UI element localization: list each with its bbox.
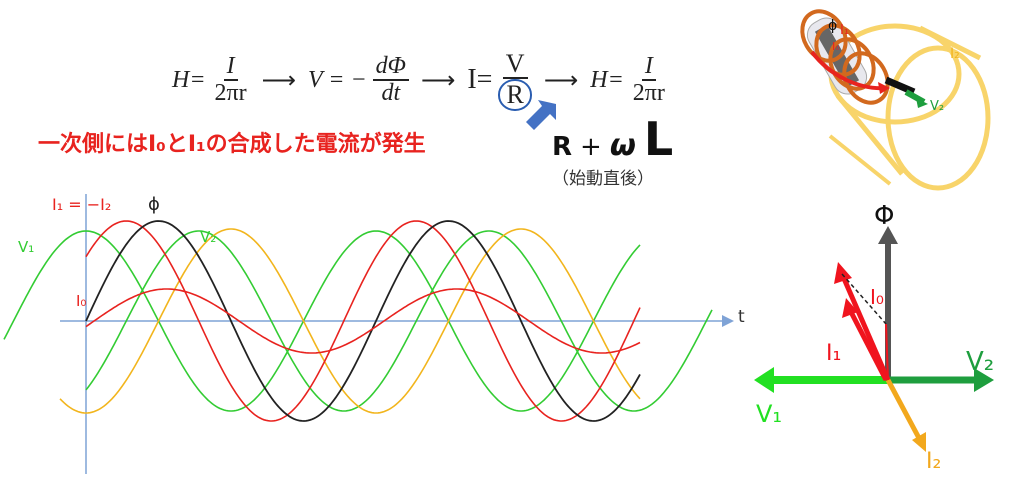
pointer-arrow-icon: [526, 100, 556, 130]
curve-i2: [59, 228, 641, 414]
phasor-i2: [885, 378, 923, 442]
impedance-r: R: [552, 132, 573, 162]
impedance-note: （始動直後）: [552, 169, 654, 189]
phasor-label-v1: V₁: [756, 400, 782, 428]
eq1-lhs: H=: [172, 66, 206, 93]
curve-phi: [85, 220, 641, 422]
eq3-numerator: V: [502, 50, 528, 80]
label-v1: V₁: [18, 238, 34, 256]
phasor-i1: [839, 273, 891, 381]
device-label-i1: I₁: [840, 23, 849, 38]
eq2-numerator: dΦ: [372, 53, 409, 82]
phasor-label-v2: V₂: [966, 347, 994, 377]
eq3-lhs: I=: [467, 64, 493, 96]
eq1-fraction: I 2πr: [212, 53, 250, 107]
phasor-label-i0: I₀: [870, 285, 884, 309]
arrow-2: ⟶: [420, 67, 456, 94]
equation-chain: H= I 2πr ⟶ V = − dΦ dt ⟶ I= V R ⟶ H= I 2…: [172, 50, 668, 111]
legend-i1: I₁ = −I₂: [52, 195, 111, 214]
curve-i0: [85, 288, 641, 354]
curve-i1: [85, 220, 641, 422]
device-label-phi: ϕ: [828, 18, 837, 34]
rotor-ring-front: [885, 45, 991, 191]
arrow-3: ⟶: [543, 67, 579, 94]
eq2-lhs: V = −: [308, 66, 367, 93]
phasor-diagram: Φ V₂ V₁ I₁ I₀ I₂: [754, 201, 994, 474]
label-v2: V₂: [200, 228, 216, 246]
impedance-omega: ω: [609, 128, 636, 163]
device-label-i0: I₀: [832, 40, 840, 53]
label-t: t: [738, 307, 745, 327]
eq4-denominator: 2πr: [632, 80, 665, 107]
phasor-label-phi: Φ: [874, 201, 894, 231]
t-axis-arrowhead: [722, 315, 734, 327]
eq4-numerator: I: [641, 53, 656, 82]
current-arrow-icon: [810, 50, 887, 91]
motor-diagram: ϕ I₁ I₀ I₂ V₂: [800, 9, 991, 191]
caption: 一次側にはI₀とI₁の合成した電流が発生: [38, 132, 426, 157]
curve-v1: [3, 230, 641, 412]
device-label-v2: V₂: [930, 99, 944, 114]
eq4-fraction: I 2πr: [630, 53, 668, 107]
eq2-denominator: dt: [381, 80, 401, 107]
arrow-1: ⟶: [261, 67, 297, 94]
impedance-plus: +: [580, 132, 602, 162]
eq1-numerator: I: [223, 53, 238, 82]
legend-phi: ϕ: [148, 194, 160, 215]
waveform-plot: I₁ = −I₂ ϕ V₁ V₂ I₀ t: [3, 194, 745, 474]
label-i0: I₀: [76, 292, 86, 310]
eq1-denominator: 2πr: [214, 80, 247, 107]
eq2-fraction: dΦ dt: [372, 53, 409, 107]
phasor-label-i2: I₂: [926, 449, 941, 474]
impedance-l: L: [643, 112, 674, 166]
device-label-i2: I₂: [950, 46, 960, 62]
eq3-fraction: V R: [498, 50, 532, 111]
curve-v2: [85, 230, 713, 412]
impedance-expression: R + ω L: [552, 112, 673, 166]
eq4-lhs: H=: [590, 66, 624, 93]
phasor-label-i1: I₁: [826, 341, 841, 366]
eq3-denominator: R: [498, 79, 532, 111]
v2-arrow-icon: [916, 98, 928, 108]
